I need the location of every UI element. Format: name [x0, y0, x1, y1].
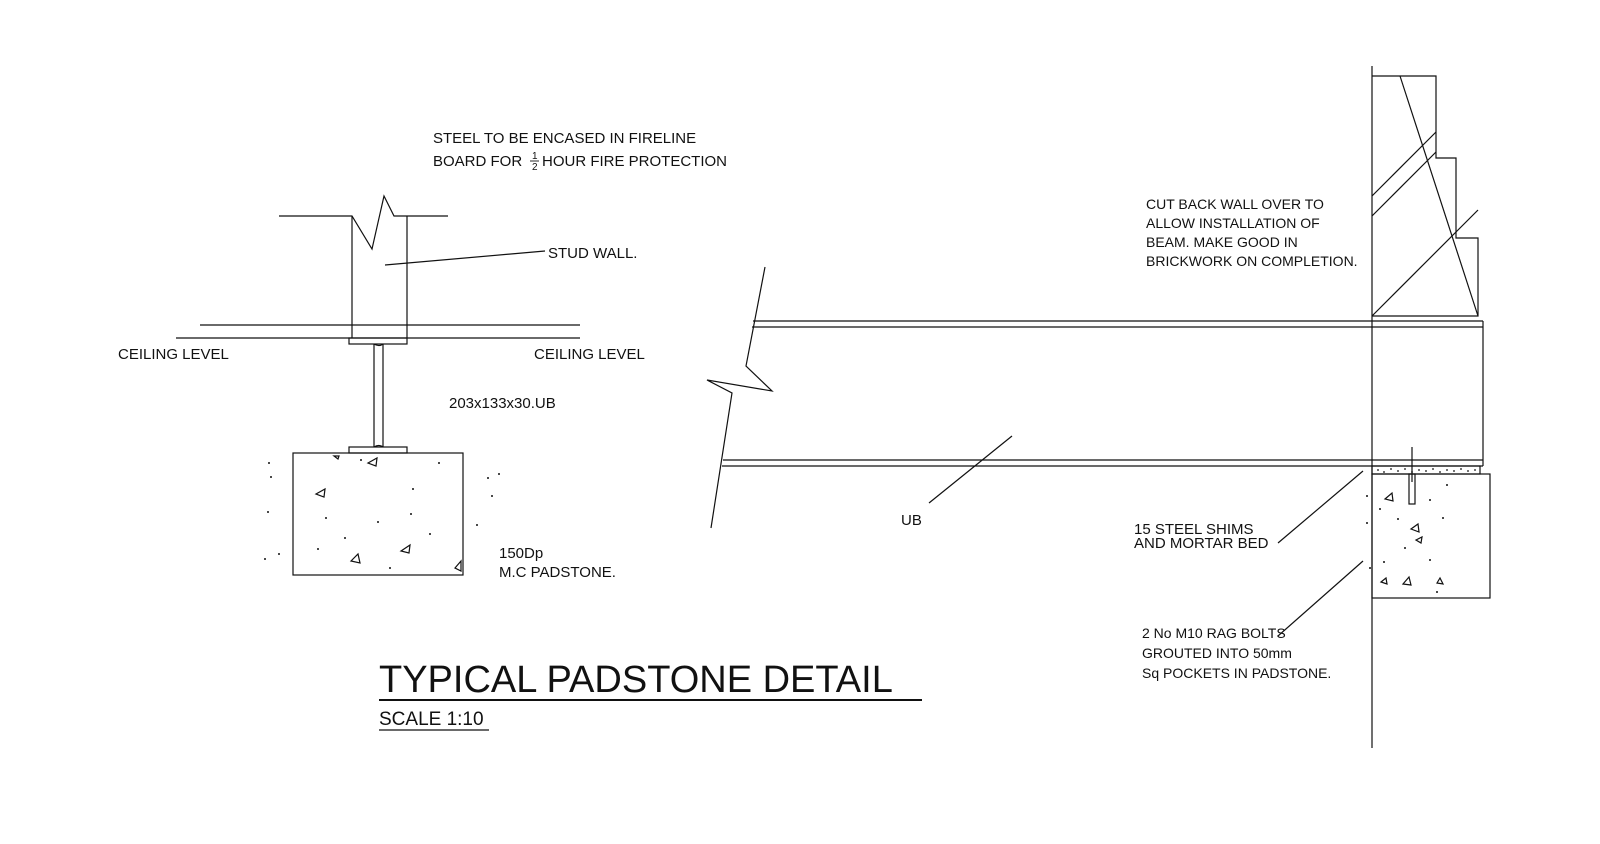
brickwork-outline [1372, 75, 1479, 317]
padstone-type-label: M.C PADSTONE. [499, 564, 616, 581]
rag-bolts-note-line3: Sq POCKETS IN PADSTONE. [1142, 665, 1331, 681]
beam-size-label: 203x133x30.UB [449, 395, 556, 412]
rag-bolt-pocket [1408, 473, 1416, 505]
fire-protection-note-line1: STEEL TO BE ENCASED IN FIRELINE [433, 130, 696, 147]
wall-padstone-aggregate [1366, 484, 1448, 593]
ceiling-level-label-right: CEILING LEVEL [534, 346, 645, 363]
ub-leader [928, 435, 1013, 504]
mortar-bed-stipple [1377, 468, 1476, 473]
shims-mortar-bed [1371, 465, 1481, 475]
padstone-aggregate-marks [264, 455, 500, 572]
beam-break-line [706, 266, 774, 529]
shims-label-line2: AND MORTAR BED [1134, 535, 1269, 552]
rag-bolts-note-line2: GROUTED INTO 50mm [1142, 645, 1292, 661]
drawing-title: TYPICAL PADSTONE DETAIL [379, 659, 893, 701]
wall-padstone [1371, 473, 1491, 599]
half-fraction: 1 2 [530, 151, 539, 173]
brickwork-hatch [1371, 75, 1479, 317]
cut-back-note-line2: ALLOW INSTALLATION OF [1146, 215, 1320, 231]
drawing-scale: SCALE 1:10 [379, 709, 484, 730]
stud-wall-break-line [279, 194, 448, 251]
rag-bolts-note-line1: 2 No M10 RAG BOLTS [1142, 625, 1286, 641]
padstone-depth-label: 150Dp [499, 545, 543, 562]
elevation-detail: CUT BACK WALL OVER TO ALLOW INSTALLATION… [706, 66, 1491, 748]
bolts-leader [1277, 560, 1364, 637]
stud-wall-leader [384, 250, 546, 266]
fire-protection-note-line2-end: HOUR FIRE PROTECTION [542, 153, 727, 170]
cut-back-note-line3: BEAM. MAKE GOOD IN [1146, 234, 1298, 250]
shims-leader [1277, 470, 1364, 544]
fire-protection-note-line2-start: BOARD FOR [433, 153, 522, 170]
cut-back-note-line1: CUT BACK WALL OVER TO [1146, 196, 1324, 212]
padstone-section [292, 452, 464, 576]
i-beam-section [348, 337, 408, 454]
stud-wall-label: STUD WALL. [548, 245, 637, 262]
fraction-numerator: 1 [532, 151, 538, 162]
section-detail: STEEL TO BE ENCASED IN FIRELINE BOARD FO… [118, 130, 727, 581]
ub-label: UB [901, 512, 922, 529]
cut-back-note-line4: BRICKWORK ON COMPLETION. [1146, 253, 1358, 269]
ceiling-level-label-left: CEILING LEVEL [118, 346, 229, 363]
fraction-denominator: 2 [532, 162, 538, 173]
title-block: TYPICAL PADSTONE DETAIL SCALE 1:10 [379, 659, 922, 731]
shims-label-line1: 15 STEEL SHIMS [1134, 521, 1254, 538]
